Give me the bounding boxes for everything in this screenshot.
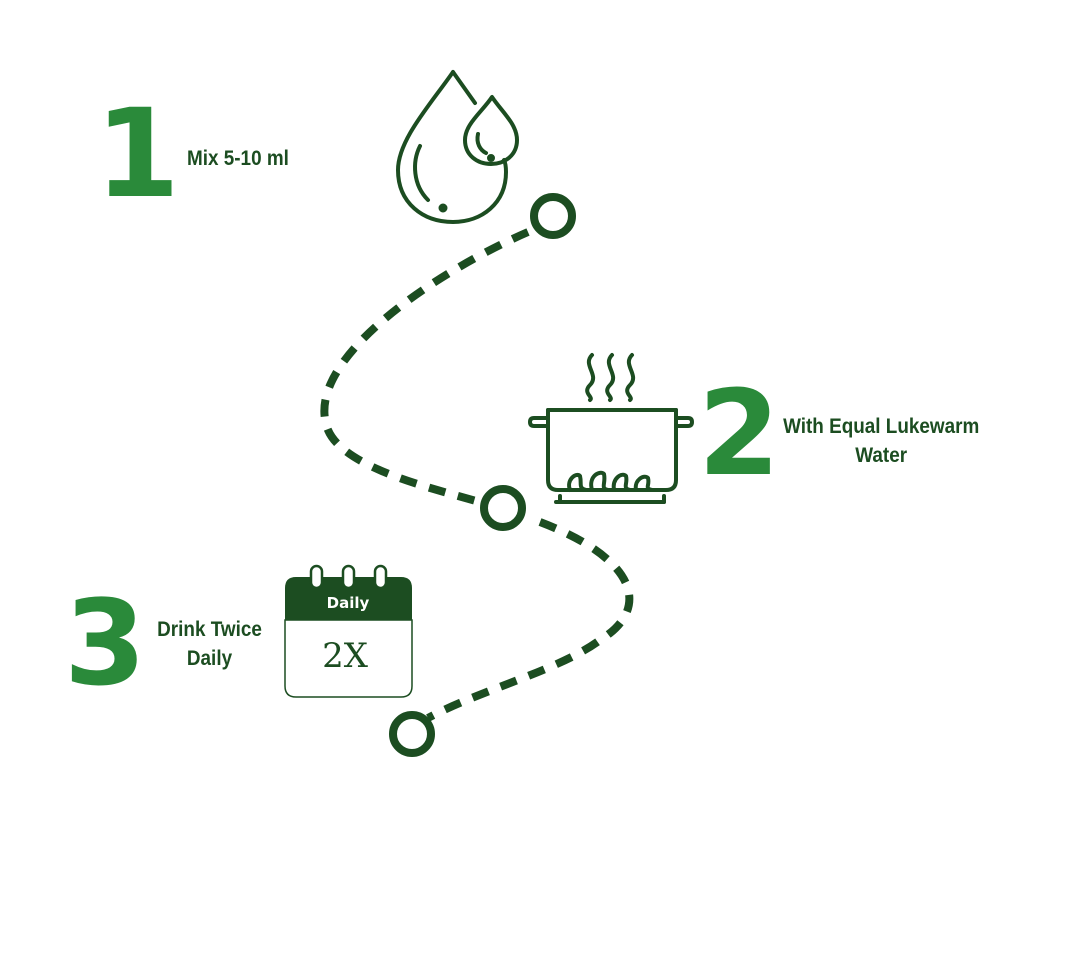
step-3-label-line-1: Drink Twice xyxy=(157,618,262,641)
water-drops-icon xyxy=(396,70,519,224)
calendar-body-text: 2X xyxy=(322,636,369,676)
step-2-label-line-2: Water xyxy=(855,444,908,467)
step-1-number: 1 xyxy=(95,83,180,225)
step-2-number: 2 xyxy=(698,364,781,502)
cooking-pot-icon xyxy=(528,353,694,504)
step-3-number: 3 xyxy=(64,574,147,712)
step-3-label-line-2: Daily xyxy=(186,647,233,670)
calendar-icon: Daily 2X xyxy=(284,564,413,698)
path-node-1 xyxy=(530,193,576,239)
step-2-label-line-1: With Equal Lukewarm xyxy=(783,415,980,438)
step-1-label: Mix 5-10 ml xyxy=(187,144,322,173)
step-3-label: Drink Twice Daily xyxy=(151,615,268,673)
path-node-2 xyxy=(480,485,526,531)
dashed-connector-path xyxy=(320,228,634,722)
calendar-header-text: Daily xyxy=(327,594,370,612)
step-1-label-text: Mix 5-10 ml xyxy=(187,147,289,170)
step-2-label: With Equal Lukewarm Water xyxy=(775,412,987,470)
path-node-3 xyxy=(389,711,435,757)
